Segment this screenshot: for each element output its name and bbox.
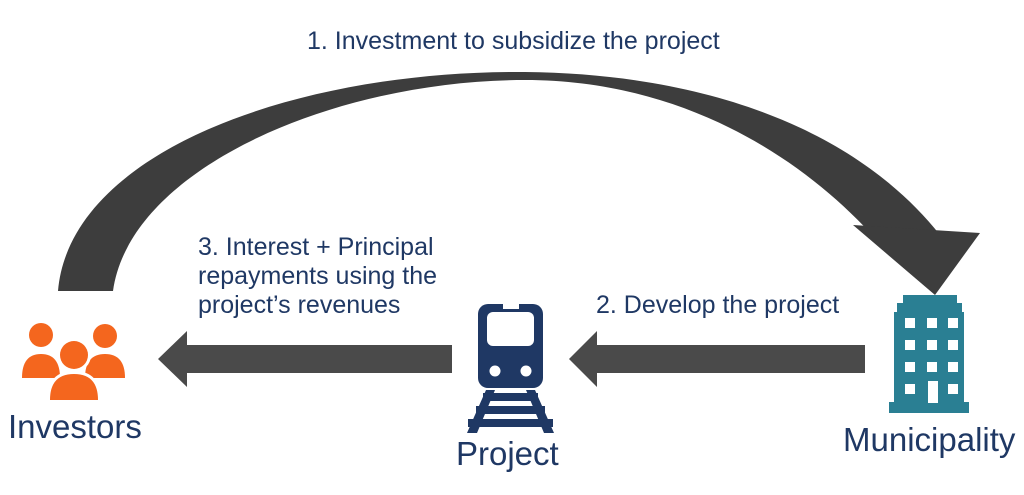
step3-label-line1: 3. Interest + Principal — [198, 233, 434, 261]
step2-label: 2. Develop the project — [596, 291, 840, 319]
step3-label: 3. Interest + Principal repayments using… — [198, 233, 437, 320]
arrow-develop-icon — [569, 331, 865, 387]
step3-label-line2: repayments using the — [198, 262, 438, 290]
municipality-label: Municipality — [843, 421, 1016, 458]
step3-label-line3: project’s revenues — [198, 291, 401, 319]
train-icon — [467, 304, 554, 433]
step1-label: 1. Investment to subsidize the project — [307, 27, 720, 55]
curved-arrow-investment-icon — [58, 71, 980, 295]
people-group-icon — [22, 323, 125, 403]
investors-label: Investors — [8, 408, 142, 445]
project-label: Project — [456, 435, 559, 472]
arrow-repayment-icon — [158, 331, 452, 387]
building-icon — [889, 295, 969, 413]
